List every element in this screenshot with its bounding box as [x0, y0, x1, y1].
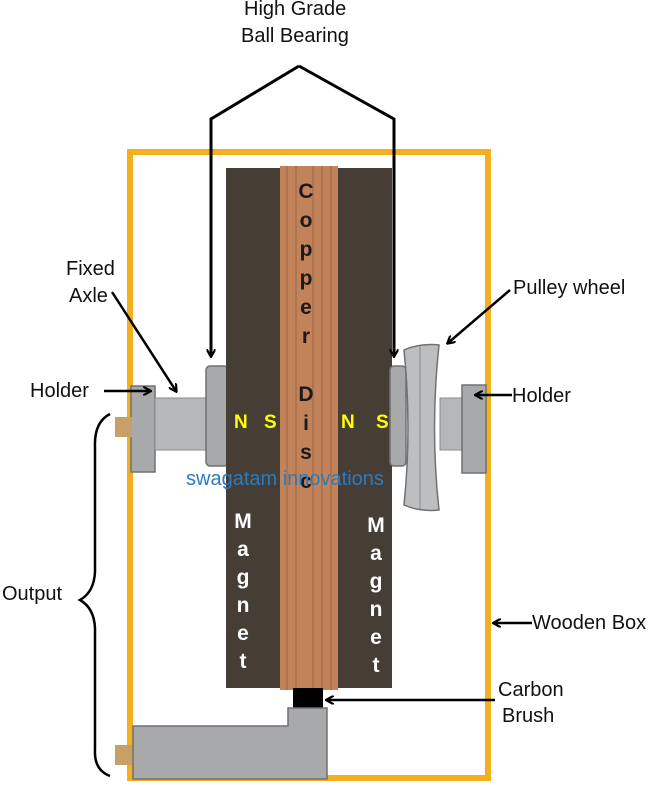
copper-disc-lines — [286, 166, 332, 690]
label-carbon-brush-2: Brush — [502, 705, 554, 727]
left-holder — [130, 385, 156, 473]
vertical-letter: p — [300, 238, 313, 261]
fixed-axle — [154, 397, 211, 451]
watermark: swagatam innovations — [186, 468, 384, 490]
label-ball-bearing-2: Ball Bearing — [241, 25, 349, 47]
left-bearing — [205, 365, 229, 467]
vertical-letter: C — [298, 180, 313, 203]
label-wooden-box: Wooden Box — [532, 612, 646, 634]
pole-right-n: N — [341, 412, 355, 433]
vertical-letter: g — [370, 570, 383, 593]
pole-left-n: N — [234, 412, 248, 433]
vertical-letter: a — [370, 542, 382, 565]
left-magnet — [226, 168, 280, 688]
vertical-letter: e — [237, 622, 249, 645]
vertical-letter: M — [234, 510, 252, 533]
vertical-letter: i — [303, 412, 309, 435]
vertical-letter: g — [237, 566, 250, 589]
vertical-letter: r — [302, 325, 310, 348]
vertical-letter: c — [300, 470, 312, 493]
label-holder-right: Holder — [512, 385, 571, 407]
vertical-letter: a — [237, 538, 249, 561]
vertical-letter: n — [237, 594, 250, 617]
label-holder-left: Holder — [30, 380, 89, 402]
label-pulley-wheel: Pulley wheel — [513, 277, 625, 299]
vertical-letter: e — [300, 296, 312, 319]
vertical-letter: M — [367, 514, 385, 537]
label-ball-bearing-1: High Grade — [244, 0, 346, 20]
label-carbon-brush-1: Carbon — [498, 679, 564, 701]
vertical-letter: e — [370, 626, 382, 649]
pulley-wheel — [403, 343, 440, 512]
pole-left-s: S — [264, 412, 277, 433]
label-fixed-axle-2: Axle — [69, 285, 108, 307]
vertical-letter: n — [370, 598, 383, 621]
output-terminal-top — [115, 417, 132, 437]
right-bearing — [389, 365, 407, 467]
pole-right-s: S — [376, 412, 389, 433]
right-axle — [439, 397, 466, 451]
pointer-arrows — [104, 289, 532, 700]
vertical-letter: o — [300, 209, 313, 232]
right-holder — [461, 384, 487, 474]
output-brace — [77, 412, 111, 778]
carbon-brush — [293, 688, 323, 710]
output-plate — [132, 707, 328, 780]
vertical-letter: s — [300, 441, 312, 464]
label-fixed-axle-1: Fixed — [66, 258, 115, 280]
right-magnet — [338, 168, 392, 688]
vertical-letter: p — [300, 267, 313, 290]
vertical-letter: t — [373, 654, 380, 677]
label-output: Output — [2, 583, 62, 605]
vertical-letter: t — [240, 650, 247, 673]
copper-disc — [280, 166, 338, 690]
vertical-letter: D — [298, 383, 313, 406]
ball-bearing-arrows — [211, 64, 394, 356]
output-terminal-bottom — [115, 745, 132, 765]
